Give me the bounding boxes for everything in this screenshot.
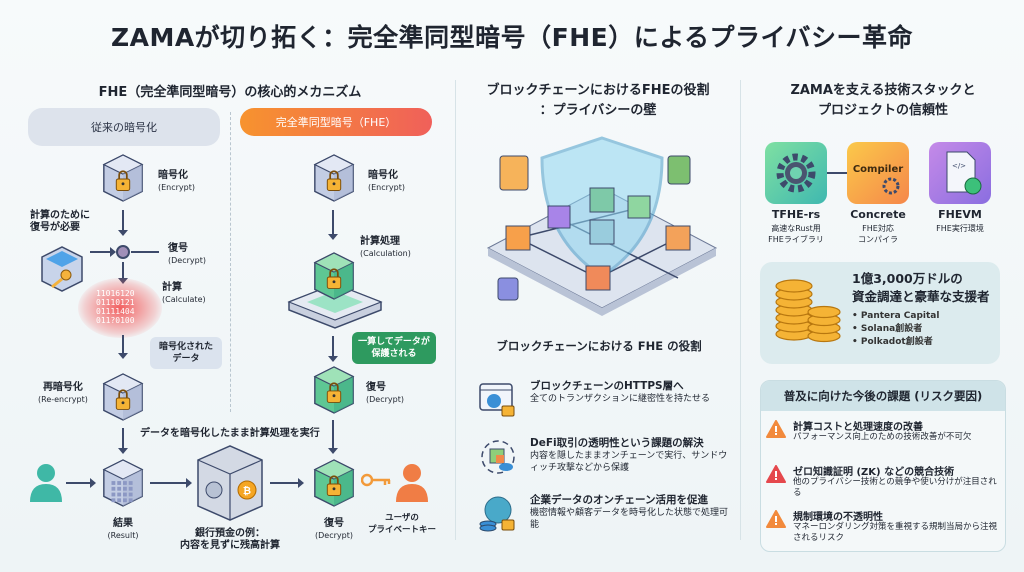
- role-item-title: DeFi取引の透明性という課題の解決: [530, 437, 704, 449]
- bank-example-label: 銀行預金の例：内容を見ずに残高計算: [180, 528, 280, 551]
- warning-icon: [766, 510, 786, 528]
- page-title: ZAMAが切り拓く：完全準同型暗号（FHE）によるプライバシー革命: [110, 23, 914, 52]
- fhe-encrypt-label: 暗号化(Encrypt): [368, 170, 406, 192]
- funding-title: 1億3,000万ドルの資金調達と豪華な支援者: [852, 271, 990, 304]
- encrypted-compute-caption: データを暗号化したまま計算処理を実行: [140, 428, 320, 439]
- stack-desc: FHE対応コンパイラ: [858, 224, 898, 244]
- result-label: 結果(Result): [107, 518, 139, 540]
- user-avatar-icon: [28, 462, 64, 502]
- backer-list: • Pantera Capital • Solana創設者 • Polkadot創設…: [852, 310, 939, 349]
- browser-globe-lock-icon: [478, 380, 518, 420]
- encrypted-data-bubble: 暗号化されたデータ: [150, 337, 222, 369]
- calculate-label: 計算(Calculate): [162, 282, 206, 304]
- section-divider: [740, 80, 741, 540]
- result-cube-icon: [100, 458, 146, 508]
- key-box-icon: [38, 243, 86, 293]
- stack-name: Concrete: [850, 208, 906, 221]
- arrow-icon: [328, 336, 338, 362]
- arrow-icon: [270, 478, 304, 488]
- svg-text:</>: </>: [952, 162, 966, 170]
- traditional-pill: 従来の暗号化: [28, 108, 220, 146]
- blockchain-heading: ブロックチェーンにおけるFHEの役割：プライバシーの壁: [486, 83, 710, 118]
- fhe-encrypt-cube-icon: [311, 153, 357, 203]
- arrow-icon: [150, 478, 192, 488]
- stack-name: TFHE-rs: [771, 208, 821, 221]
- section-divider: [455, 80, 456, 540]
- connector-line: [131, 251, 159, 253]
- concrete-icon: Compiler: [847, 142, 909, 204]
- decrypt-node: [116, 245, 130, 259]
- decrypt-needed-note: 計算のために復号が必要: [30, 210, 90, 233]
- bank-safe-icon: ₿: [194, 444, 266, 522]
- reencrypt-label: 再暗号化(Re-encrypt): [38, 382, 88, 404]
- role-item-title: ブロックチェーンのHTTPS層へ: [530, 380, 684, 392]
- role-item-title: 企業データのオンチェーン活用を促進: [530, 494, 708, 506]
- decrypt-cube-icon: [311, 458, 357, 508]
- arrow-icon: [328, 210, 338, 240]
- privacy-wall-shield-illustration: [478, 128, 726, 316]
- svg-text:Compiler: Compiler: [853, 164, 903, 175]
- fhe-calc-cube-icon: [311, 250, 357, 302]
- protected-data-bubble: 一算してデータが保護される: [352, 332, 436, 364]
- stack-desc: FHE実行環境: [936, 224, 984, 233]
- warning-icon: [766, 465, 786, 483]
- backer-item: • Pantera Capital: [852, 311, 940, 321]
- arrow-icon: [66, 478, 96, 488]
- cycle-cube-eye-icon: [478, 437, 518, 477]
- coin-stack-icon: [772, 278, 844, 344]
- user-private-key-label: ユーザのプライベートキー: [367, 513, 436, 535]
- backer-item: • Polkadot創設者: [852, 337, 933, 347]
- flow-decrypt-label: 復号(Decrypt): [315, 518, 353, 540]
- mechanism-heading: FHE（完全準同型暗号）の核心的メカニズム: [98, 85, 362, 100]
- stack-connector: [826, 172, 850, 174]
- arrow-icon: [118, 335, 128, 359]
- backer-item: • Solana創設者: [852, 324, 923, 334]
- decrypt-label: 復号(Decrypt): [168, 243, 206, 265]
- fhe-role-item: 企業データのオンチェーン活用を促進 機密情報や顧客データを時号化した状態で処理可…: [478, 492, 734, 546]
- arrow-icon: [328, 420, 338, 454]
- user-avatar-icon: [394, 462, 430, 502]
- fhe-role-item: ブロックチェーンのHTTPS層へ 全てのトランザクションに継密性を持たせる: [478, 378, 734, 432]
- risk-desc: パフォーマンス向上のための技術改善が不可欠: [793, 432, 972, 442]
- warning-icon: [766, 420, 786, 438]
- column-divider: [230, 112, 231, 412]
- globe-database-lock-icon: [478, 494, 518, 534]
- calculation-label: 計算処理(Calculation): [360, 236, 411, 258]
- risk-title: 規制環境の不透明性: [793, 512, 883, 523]
- arrow-icon: [90, 247, 116, 257]
- role-item-desc: 機密情報や顧客データを時号化した状態で処理可能: [530, 508, 729, 530]
- reencrypt-cube-icon: [100, 372, 146, 422]
- fhe-role-item: DeFi取引の透明性という課題の解決 内容を隠したままオンチェーンで実行、サンド…: [478, 435, 734, 489]
- stack-name: FHEVM: [938, 208, 982, 221]
- private-key-icon: [361, 473, 391, 487]
- server-platform-icon: [287, 282, 383, 330]
- risk-card: 普及に向けた今後の課題 (リスク要因): [760, 380, 1006, 552]
- encrypt-cube-icon: [100, 153, 146, 203]
- fhe-role-subheading: ブロックチェーンにおける FHE の役割: [496, 339, 702, 353]
- arrow-icon: [118, 428, 128, 454]
- role-item-desc: 内容を隠したままオンチェーンで実行、サンドウィッチ攻撃などから保護: [530, 451, 728, 473]
- risk-title: 計算コストと処理速度の改善: [793, 422, 923, 433]
- fhevm-icon: </>: [929, 142, 991, 204]
- svg-text:₿: ₿: [243, 485, 251, 497]
- fhe-decrypt-cube-icon: [311, 365, 357, 415]
- exposed-data-glow: [78, 278, 162, 338]
- risk-title: ゼロ知識証明 (ZK) などの競合技術: [793, 467, 955, 478]
- tfhe-rs-icon: [765, 142, 827, 204]
- risk-heading: 普及に向けた今後の課題 (リスク要因): [761, 381, 1005, 411]
- risk-desc: マネーロンダリング対策を重視する規制当局から注視されるリスク: [793, 522, 998, 543]
- arrow-icon: [118, 210, 128, 236]
- role-item-desc: 全てのトランザクションに継密性を持たせる: [530, 394, 711, 404]
- risk-desc: 他のプライバシー技術との競争や使い分けが注目される: [793, 477, 997, 498]
- tech-stack-heading: ZAMAを支える技術スタックとプロジェクトの信頼性: [790, 83, 976, 118]
- fhe-decrypt-label: 復号(Decrypt): [366, 382, 404, 404]
- encrypt-label: 暗号化(Encrypt): [158, 170, 196, 192]
- fhe-pill: 完全準同型暗号（FHE）: [240, 108, 432, 136]
